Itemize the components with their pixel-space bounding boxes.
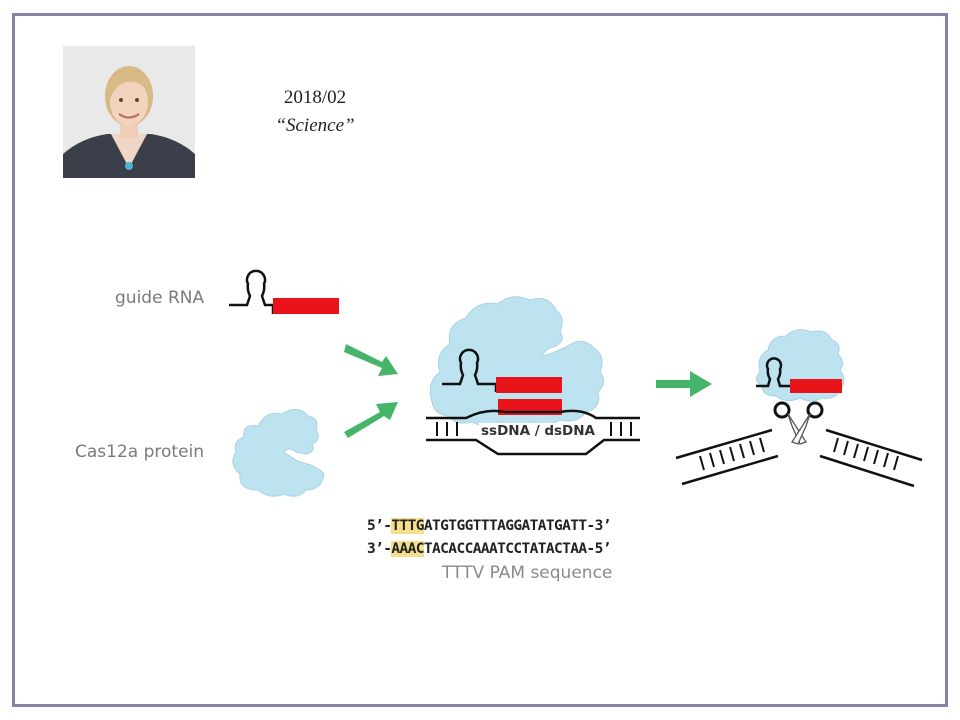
top-strand-pam: TTTG xyxy=(391,518,425,534)
sequence-bottom-strand: 3’-AAACTACACCAAATCCTATACTAA-5’ xyxy=(367,541,612,557)
cleaved-dna-right-icon xyxy=(819,428,923,488)
scissors-icon xyxy=(773,401,824,445)
pam-sequence-label: TTTV PAM sequence xyxy=(442,563,613,583)
top-strand-rest: ATGTGGTTTAGGATATGATT-3’ xyxy=(423,518,612,534)
cas12a-complex-icon xyxy=(429,296,604,427)
cleavage-complex-icon xyxy=(756,329,845,402)
ssdna-dsdna-label: ssDNA / dsDNA xyxy=(479,423,598,439)
bottom-strand-prefix: 3’- xyxy=(367,541,392,557)
arrow-to-cleavage xyxy=(656,371,712,397)
cas12a-protein-icon xyxy=(232,409,325,497)
cleaved-dna-left-icon xyxy=(675,428,779,486)
bottom-strand-pam: AAAC xyxy=(391,541,425,557)
target-dna-icon xyxy=(426,409,640,456)
journal-name: “Science” xyxy=(275,115,355,136)
guide-rna-label: guide RNA xyxy=(115,288,205,308)
publication-date: 2018/02 xyxy=(283,87,347,108)
portrait-photo xyxy=(63,46,195,178)
arrow-to-complex-upper xyxy=(344,344,398,376)
sequence-top-strand: 5’-TTTGATGTGGTTTAGGATATGATT-3’ xyxy=(367,518,612,534)
arrow-to-complex-lower xyxy=(344,402,398,438)
caption: 2018/02 “Science” xyxy=(230,84,400,140)
top-strand-prefix: 5’- xyxy=(367,518,392,534)
bottom-strand-rest: TACACCAAATCCTATACTAA-5’ xyxy=(423,541,612,557)
cas12a-protein-label: Cas12a protein xyxy=(75,442,205,462)
guide-rna-icon xyxy=(229,269,339,314)
